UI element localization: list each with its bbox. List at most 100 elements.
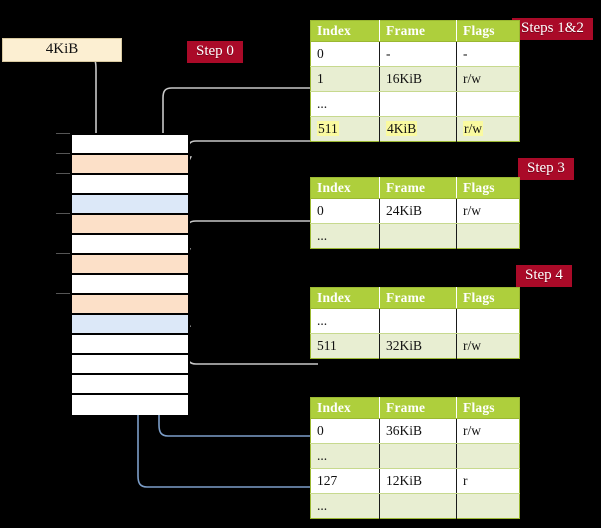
memory-frame-row [72,355,188,375]
table-cell-flags [456,91,520,117]
table-cell-frame [379,493,457,519]
table-cell-flags: r/w [456,198,520,224]
memory-frame-row [72,335,188,355]
table-cell-index: ... [310,308,380,334]
table-row[interactable]: ... [310,223,520,249]
table-cell-flags: - [456,41,520,67]
column-header-frame: Frame [379,397,457,419]
table-cell-index: 0 [310,418,380,444]
column-header-frame: Frame [379,20,457,42]
table-cell-frame: 16KiB [379,66,457,92]
table-cell-index: 127 [310,468,380,494]
wire-l1-row127-to-memory [134,211,318,488]
table-row[interactable]: ... [310,308,520,334]
table-cell-index: 0 [310,41,380,67]
table-cell-index: 1 [310,66,380,92]
table-cell-frame: 32KiB [379,333,457,359]
memory-frame-row [72,195,188,215]
table-cell-frame: - [379,41,457,67]
memory-frame-row [72,315,188,335]
column-header-index: Index [310,287,380,309]
step-badge-step0: Step 0 [187,41,243,63]
table-row[interactable]: ... [310,493,520,519]
wire-memory-to-l4-row511 [184,140,319,165]
memory-tick-mark [56,213,70,214]
table-cell-frame [379,91,457,117]
callout-4kib: 4KiB [2,38,122,62]
memory-tick-mark [56,253,70,254]
table-cell-frame: 36KiB [379,418,457,444]
table-cell-index: ... [310,223,380,249]
memory-tick-mark [56,173,70,174]
wire-memory-to-l2-row511 [183,318,318,365]
table-cell-flags [456,493,520,519]
wire-l3-row0-to-memory [183,220,318,257]
memory-frame-row [72,175,188,195]
table-cell-index: ... [310,493,380,519]
table-cell-flags: r/w [456,333,520,359]
table-cell-frame: 24KiB [379,198,457,224]
table-cell-frame: 4KiB [379,116,457,142]
table-cell-flags: r [456,468,520,494]
table-cell-index: 511 [310,333,380,359]
table-cell-index: 0 [310,198,380,224]
memory-frame-row [72,215,188,235]
memory-tick-mark [56,133,70,134]
table-cell-frame [379,443,457,469]
memory-frame-row [72,375,188,395]
column-header-frame: Frame [379,287,457,309]
highlighted-value: 4KiB [386,121,418,136]
memory-frame-row [72,255,188,275]
callout-label: 4KiB [45,41,79,57]
step-badge-step3: Step 3 [518,158,574,180]
memory-frame-row [72,395,188,415]
step-badge-steps12: Steps 1&2 [512,18,593,40]
memory-tick-mark [56,293,70,294]
memory-frame-row [72,235,188,255]
wire-l4-row1-to-memory [159,87,318,172]
table-cell-flags [456,223,520,249]
table-cell-flags: r/w [456,418,520,444]
table-cell-flags: r/w [456,66,520,92]
column-header-index: Index [310,177,380,199]
wire-l1-row0-to-memory [155,331,318,437]
table-cell-flags [456,308,520,334]
memory-frame-row [72,155,188,175]
table-cell-index: ... [310,443,380,469]
column-header-frame: Frame [379,177,457,199]
column-header-flags: Flags [456,177,520,199]
physical-memory-column [70,133,190,415]
column-header-index: Index [310,397,380,419]
table-cell-flags: r/w [456,116,520,142]
highlighted-value: r/w [463,121,483,136]
highlighted-value: 511 [317,121,339,136]
table-row[interactable]: ... [310,443,520,469]
column-header-index: Index [310,20,380,42]
memory-tick-mark [56,153,70,154]
table-row[interactable]: 511 4KiB r/w [310,116,520,142]
table-row[interactable]: 0-- [310,41,520,67]
memory-frame-row [72,295,188,315]
memory-frame-row [72,135,188,155]
table-row[interactable]: ... [310,91,520,117]
table-cell-flags [456,443,520,469]
table-cell-frame: 12KiB [379,468,457,494]
table-cell-index: 511 [310,116,380,142]
memory-frame-row [72,275,188,295]
step-badge-step4: Step 4 [516,265,572,287]
table-cell-frame [379,223,457,249]
column-header-flags: Flags [456,20,520,42]
table-cell-frame [379,308,457,334]
table-cell-index: ... [310,91,380,117]
column-header-flags: Flags [456,287,520,309]
